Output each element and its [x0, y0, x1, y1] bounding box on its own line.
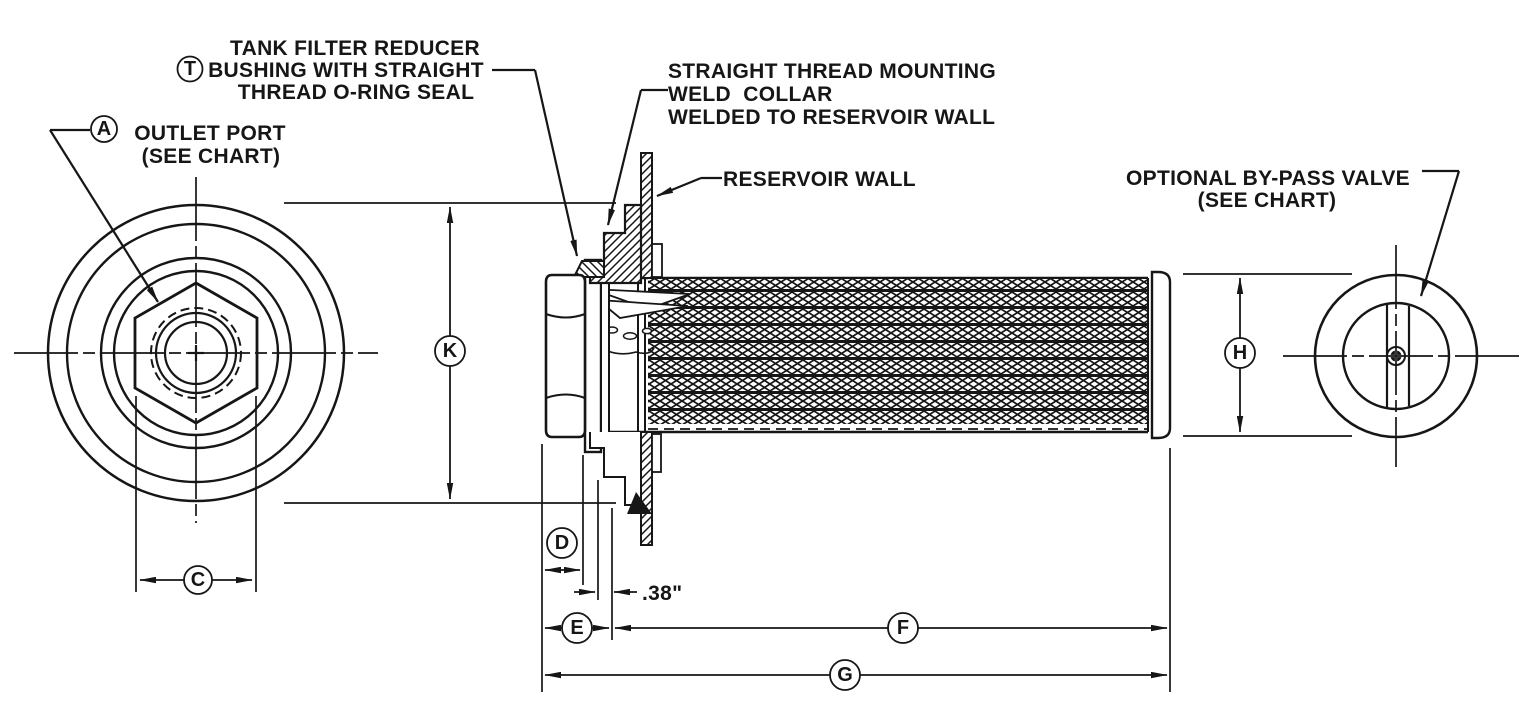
side-view-filter-assembly: [544, 152, 1172, 546]
callout-a: A: [97, 118, 111, 140]
collar-label-line1: STRAIGHT THREAD MOUNTING: [668, 60, 996, 83]
bushing-callout: T TANK FILTER REDUCER BUSHING WITH STRAI…: [176, 37, 579, 257]
callout-h: H: [1233, 342, 1247, 364]
dim-k-extension-lines: [284, 202, 616, 504]
bypass-valve-callout: OPTIONAL BY-PASS VALVE (SEE CHART): [1126, 167, 1461, 297]
flange-plate: [583, 258, 603, 454]
dimensions: K D .38" E F: [434, 206, 1352, 692]
reservoir-wall-lower: [640, 431, 653, 546]
end-view-bypass-valve: OPTIONAL BY-PASS VALVE (SEE CHART): [1126, 167, 1523, 467]
dim-e: E: [544, 612, 610, 644]
callout-a-circle: [90, 115, 118, 143]
callout-e-circle: [561, 612, 593, 644]
centerlines: [14, 177, 378, 523]
dim-d: D: [544, 527, 581, 574]
centerlines: [1283, 245, 1523, 467]
weld-collar-callout: STRAIGHT THREAD MOUNTING WELD COLLAR WEL…: [606, 60, 996, 226]
callout-f: F: [897, 617, 909, 639]
callout-f-circle: [887, 612, 919, 644]
dim-g: G: [544, 659, 1168, 691]
callout-c: C: [191, 569, 205, 591]
flange-plate-inner: [600, 269, 610, 443]
callout-g: G: [837, 664, 853, 686]
leader-arrow-bypass: [1419, 170, 1461, 297]
outlet-port-label-line1: OUTLET PORT: [134, 122, 285, 145]
element-end-cap: [1147, 270, 1172, 440]
hex-head-side: [544, 273, 587, 439]
leader-arrow-wall: [656, 176, 702, 198]
bushing-label-line3: THREAD O-RING SEAL: [238, 81, 474, 104]
dim-wall-offset: .38": [574, 582, 682, 605]
leader-arrow-bushing: [533, 69, 579, 257]
collar-far-lip-lower: [651, 433, 662, 473]
callout-d: D: [555, 532, 569, 554]
leader-arrow-collar: [606, 89, 643, 226]
outlet-port-callout: A OUTLET PORT (SEE CHART): [49, 115, 285, 303]
collar-label-line2: WELD COLLAR: [668, 83, 833, 106]
callout-e: E: [570, 617, 583, 639]
front-view-outlet-end: C A OUTLET PORT (SEE CHART): [14, 115, 378, 595]
leader-arrow-outlet: [49, 129, 159, 303]
callout-k-circle: [434, 335, 466, 367]
reservoir-wall-upper: [640, 152, 653, 279]
outlet-port-label-line2: (SEE CHART): [142, 145, 281, 168]
dim-h: H: [1183, 273, 1352, 437]
collar-far-lip-upper: [651, 243, 663, 278]
reservoir-wall-label: RESERVOIR WALL: [723, 168, 916, 191]
weld-bead: [627, 492, 652, 514]
internal-seal-detail: [591, 288, 691, 355]
bushing-label-line2: BUSHING WITH STRAIGHT: [208, 59, 484, 82]
bushing-label-line1: TANK FILTER REDUCER: [230, 37, 480, 60]
bypass-label-line1: OPTIONAL BY-PASS VALVE: [1126, 167, 1410, 190]
callout-k: K: [443, 340, 458, 362]
callout-t-circle: [176, 55, 204, 83]
reservoir-wall-callout: RESERVOIR WALL: [656, 168, 916, 198]
dim-f: F: [614, 612, 1168, 644]
bypass-label-line2: (SEE CHART): [1198, 189, 1337, 212]
dim-c: C: [135, 396, 257, 595]
dim-k: K: [434, 206, 466, 500]
callout-d-circle: [546, 527, 578, 559]
reducer-bushing-section: [572, 260, 605, 278]
callout-g-circle: [829, 659, 861, 691]
callout-c-circle: [183, 565, 213, 595]
collar-label-line3: WELDED TO RESERVOIR WALL: [668, 106, 995, 129]
wall-offset-value: .38": [642, 582, 682, 605]
callout-h-circle: [1224, 337, 1256, 369]
filter-mesh-element: [648, 279, 1148, 424]
callout-t: T: [184, 58, 196, 80]
